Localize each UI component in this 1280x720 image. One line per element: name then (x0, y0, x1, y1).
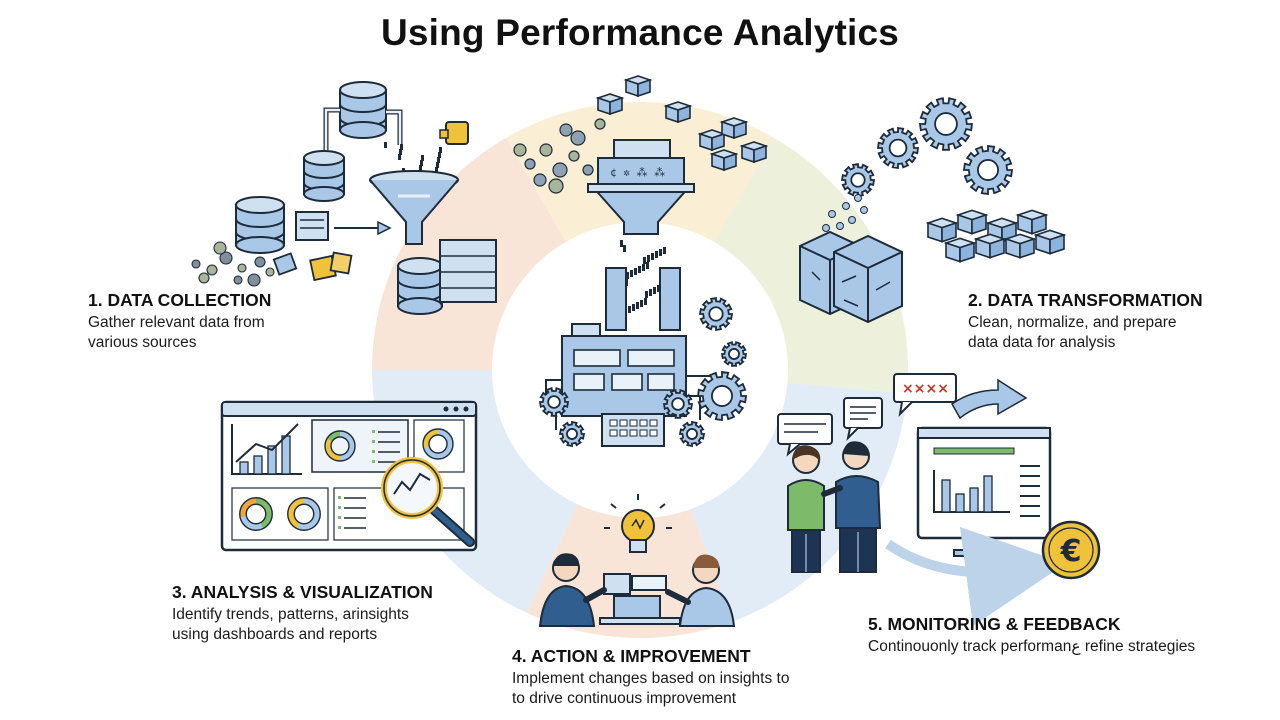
database-icon (303, 150, 345, 202)
magnifier-icon (381, 457, 475, 547)
currency-symbol: € (1060, 534, 1082, 569)
donut-chart-icon (239, 428, 454, 531)
step-title: 2. DATA TRANSFORMATION (968, 290, 1203, 310)
gear-icon (538, 386, 570, 417)
cube-icon (925, 217, 959, 243)
data-processing-illustration: ¢ ✲ ⁂ ⁂ (513, 75, 769, 315)
gear-icon (662, 388, 694, 419)
step-title: 1. DATA COLLECTION (88, 290, 272, 310)
gear-icon (840, 162, 876, 198)
cube-icon (925, 209, 1067, 263)
feedback-bubble-text: ×××× (902, 381, 949, 397)
step-title: 3. ANALYSIS & VISUALIZATION (172, 582, 433, 602)
currency-icon: € (1041, 520, 1101, 580)
factory-icon (545, 267, 710, 447)
lightbulb-icon (604, 494, 672, 553)
gear-icon (918, 97, 974, 151)
step-data-collection: 1. DATA COLLECTION Gather relevant data … (88, 290, 348, 353)
funnel-icon (587, 183, 695, 235)
cube-icon (623, 75, 653, 98)
cube-icon (1003, 233, 1037, 259)
people-icon (538, 553, 736, 627)
step-description: Implement changes based on insights to t… (512, 670, 790, 707)
speech-bubble-icon: ×××× (777, 373, 957, 457)
cube-icon (719, 117, 749, 140)
gear-icon (538, 97, 1014, 448)
data-pebbles (513, 118, 606, 194)
step-title: 4. ACTION & IMPROVEMENT (512, 646, 751, 666)
monitor-icon (916, 426, 1052, 557)
step-description: Continouonly track performanع refine str… (868, 638, 1196, 655)
pipe-icon (439, 121, 469, 145)
database-icon (235, 196, 285, 254)
data-pebbles (191, 241, 275, 287)
donut-chart-icon (239, 497, 273, 531)
dashboard-icon (220, 400, 478, 552)
database-icon (397, 257, 443, 315)
cube-icon (1033, 229, 1067, 255)
cube-icon (955, 209, 989, 235)
data-transformation-illustration (799, 194, 1067, 324)
data-pebbles (822, 194, 868, 232)
cube-icon (1015, 209, 1049, 235)
cube-icon (709, 149, 739, 172)
step-title: 5. MONITORING & FEEDBACK (868, 614, 1121, 634)
gear-icon (720, 340, 748, 367)
cube-icon (595, 75, 769, 172)
gear-icon (876, 126, 920, 170)
cube-icon (943, 237, 977, 263)
funnel-icon (369, 170, 459, 245)
monitoring-illustration: ×××× (777, 373, 1101, 627)
step-description: Identify trends, patterns, arinsights us… (172, 606, 409, 643)
cube-icon (739, 141, 769, 164)
gear-icon (558, 420, 586, 448)
step-data-transformation: 2. DATA TRANSFORMATION Clean, normalize,… (968, 290, 1268, 353)
svg-text:¢ ✲ ⁂ ⁂: ¢ ✲ ⁂ ⁂ (610, 166, 665, 179)
server-icon (439, 239, 497, 303)
people-icon (787, 441, 882, 573)
step-description: Clean, normalize, and prepare data data … (968, 314, 1177, 351)
donut-chart-icon (287, 497, 321, 531)
cube-icon (272, 251, 353, 282)
gear-icon (696, 370, 748, 422)
arrow-icon (951, 378, 1028, 420)
gear-icon (962, 144, 1014, 196)
cube-icon (973, 233, 1007, 259)
data-block-icon: ¢ ✲ ⁂ ⁂ (597, 139, 685, 185)
action-illustration (538, 494, 736, 627)
cube-icon (595, 93, 625, 116)
cube-icon (663, 101, 693, 124)
bar-chart-icon (231, 423, 302, 475)
cube-icon (697, 129, 727, 152)
server-icon (295, 211, 329, 241)
page-title: Using Performance Analytics (380, 12, 900, 53)
step-action-improvement: 4. ACTION & IMPROVEMENT Implement change… (512, 646, 832, 709)
gear-icon (698, 296, 734, 332)
data-block-icon (799, 230, 903, 324)
donut-chart-icon (324, 430, 356, 462)
database-icon (339, 81, 387, 139)
workstation-icon (599, 573, 681, 625)
donut-chart-icon (422, 428, 454, 460)
data-collection-illustration (191, 81, 497, 315)
step-description: Gather relevant data from various source… (88, 314, 265, 351)
step-analysis-visualization: 3. ANALYSIS & VISUALIZATION Identify tre… (172, 582, 482, 645)
step-monitoring-feedback: 5. MONITORING & FEEDBACK Continouonly tr… (868, 614, 1248, 657)
gear-icon (678, 420, 706, 448)
